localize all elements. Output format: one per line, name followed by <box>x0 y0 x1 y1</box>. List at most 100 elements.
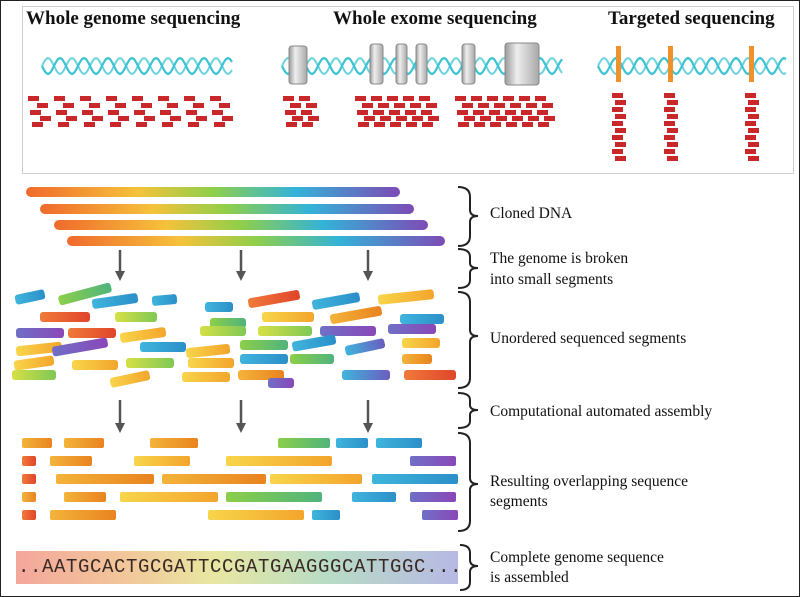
sequencing-read <box>494 103 505 108</box>
overlapping-segment <box>50 510 116 520</box>
sequencing-read <box>462 103 473 108</box>
overlapping-segment <box>22 510 36 520</box>
sequencing-read <box>89 103 100 108</box>
sequencing-read <box>473 110 484 115</box>
sequenced-segment <box>291 334 337 352</box>
sequencing-read <box>458 122 469 127</box>
sequencing-read <box>748 128 759 133</box>
brace <box>457 291 479 389</box>
label-overlap-line1: Resulting overlapping sequence <box>490 473 689 490</box>
sequencing-read <box>474 122 485 127</box>
sequencing-read <box>214 122 225 127</box>
sequencing-read <box>302 122 313 127</box>
sequencing-read <box>406 122 417 127</box>
sequenced-segment <box>377 289 435 305</box>
exon-block <box>369 43 384 85</box>
sequencing-read <box>115 103 126 108</box>
overlapping-segment <box>312 510 340 520</box>
sequencing-read <box>380 116 391 121</box>
sequenced-segment <box>400 314 444 324</box>
brace <box>457 392 479 429</box>
sequencing-read <box>219 103 230 108</box>
sequencing-read <box>471 96 482 101</box>
sequencing-read <box>615 156 626 161</box>
sequencing-read <box>748 100 759 105</box>
sequencing-read <box>496 116 507 121</box>
sequencing-read <box>745 135 756 140</box>
sequenced-segment <box>342 370 390 380</box>
sequencing-read <box>615 142 626 147</box>
sequencing-reads-group <box>28 93 759 161</box>
label-unordered: Unordered sequenced segments <box>490 330 687 347</box>
sequencing-read <box>503 96 514 101</box>
overlapping-segment <box>352 492 396 502</box>
sequencing-read <box>745 107 756 112</box>
overlapping-segment <box>422 510 458 520</box>
sequencing-read <box>480 116 491 121</box>
sequencing-read <box>134 110 145 115</box>
sequenced-segment <box>240 340 288 350</box>
sequencing-read <box>410 103 421 108</box>
sequencing-read <box>664 107 675 112</box>
sequenced-segment <box>68 328 116 338</box>
dna-helix-strand <box>41 56 233 76</box>
cloned-dna-strand <box>40 204 414 214</box>
sequenced-segment <box>72 360 118 370</box>
sequenced-segment <box>140 342 186 352</box>
overlapping-segment <box>208 510 304 520</box>
arrow-group <box>115 250 373 433</box>
cloned-dna-group <box>26 187 445 246</box>
sequencing-read <box>748 114 759 119</box>
overlapping-segment <box>372 474 458 484</box>
sequenced-segment <box>115 312 157 322</box>
sequencing-read <box>196 116 207 121</box>
sequencing-read <box>373 110 384 115</box>
sequencing-read <box>283 96 294 101</box>
exon-group <box>288 42 540 86</box>
sequencing-read <box>615 114 626 119</box>
exon-block <box>461 43 476 85</box>
cloned-dna-strand <box>26 187 400 197</box>
sequencing-read <box>290 103 301 108</box>
overlapping-segment <box>64 492 106 502</box>
overlapping-segment <box>376 438 422 448</box>
sequenced-segment <box>402 338 440 348</box>
sequencing-read <box>357 110 368 115</box>
heading-whole-genome: Whole genome sequencing <box>26 8 241 29</box>
sequenced-segment <box>14 289 46 305</box>
sequenced-segment <box>151 294 178 306</box>
sequencing-read <box>292 116 303 121</box>
sequencing-read <box>526 103 537 108</box>
sequenced-segment <box>388 324 436 334</box>
sequenced-segment <box>119 327 167 343</box>
sequencing-read <box>478 103 489 108</box>
overlapping-segment <box>336 438 368 448</box>
label-overlap-line2: segments <box>490 493 548 510</box>
label-cloned-dna: Cloned DNA <box>490 205 573 222</box>
sequencing-read <box>521 110 532 115</box>
brace <box>457 432 479 532</box>
label-assembly: Computational automated assembly <box>490 403 713 420</box>
sequencing-read <box>355 96 366 101</box>
sequencing-read <box>144 116 155 121</box>
sequencing-read <box>106 96 117 101</box>
sequencing-read <box>58 122 69 127</box>
exon-block <box>395 43 408 85</box>
sequenced-segment <box>210 318 246 328</box>
sequencing-read <box>538 122 549 127</box>
dna-helix-strand <box>597 56 787 76</box>
overlapping-segment <box>22 474 36 484</box>
sequenced-segment <box>126 358 174 368</box>
dna-helix-strand <box>597 56 787 76</box>
sequencing-read <box>542 103 553 108</box>
sequenced-segment <box>182 372 230 382</box>
overlapping-segment <box>226 492 322 502</box>
sequencing-read <box>615 100 626 105</box>
sequencing-read <box>748 156 759 161</box>
sequencing-read <box>457 110 468 115</box>
sequencing-read <box>212 110 223 115</box>
sequencing-read <box>285 110 296 115</box>
sequenced-segment <box>185 344 231 358</box>
sequencing-read <box>358 122 369 127</box>
sequenced-segment <box>268 378 294 388</box>
